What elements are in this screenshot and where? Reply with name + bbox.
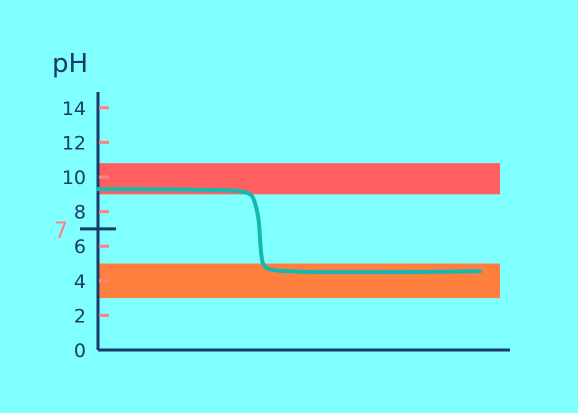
y-tick-label-12: 12	[62, 132, 86, 154]
y-tick-label-8: 8	[74, 202, 86, 224]
y-tick-label-10: 10	[62, 167, 86, 189]
y-ticks: 0 2 4 6 8 10 12 14	[62, 98, 109, 362]
chart-bands	[98, 163, 500, 299]
chart-series	[96, 187, 482, 275]
y-tick-label-14: 14	[62, 98, 86, 120]
y-tick-label-2: 2	[74, 305, 86, 327]
y-tick-label-0: 0	[74, 340, 86, 362]
band-1	[98, 263, 500, 299]
series-line-0	[96, 187, 482, 275]
y-axis-label: pH	[52, 49, 88, 79]
y-tick-label-6: 6	[74, 236, 86, 258]
neutral-label: 7	[54, 219, 68, 244]
neutral-marker: 7	[54, 219, 116, 244]
chart-axes	[96, 92, 510, 352]
y-tick-label-4: 4	[74, 271, 86, 293]
